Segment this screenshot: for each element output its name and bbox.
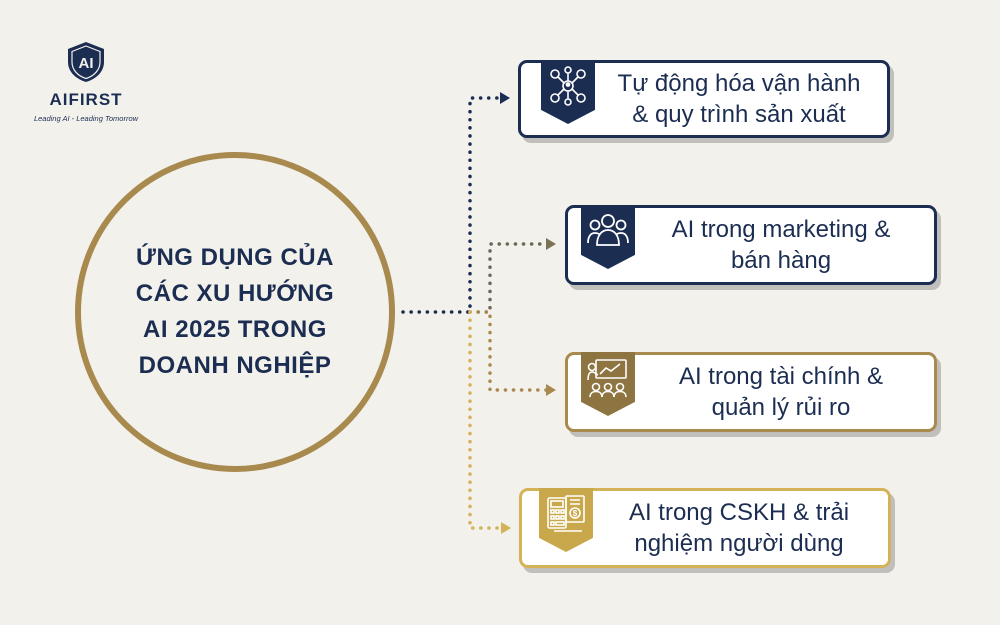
branch-card-finance[interactable]: AI trong tài chính & quản lý rủi ro bbox=[565, 352, 937, 432]
branch-label: AI trong marketing & bán hàng bbox=[568, 214, 934, 276]
svg-text:AI: AI bbox=[79, 55, 94, 72]
connector-branch-1 bbox=[401, 92, 510, 314]
network-people-icon bbox=[541, 60, 595, 124]
svg-text:$: $ bbox=[573, 509, 578, 518]
brand-logo[interactable]: AI AIFIRST Leading AI - Leading Tomorrow bbox=[26, 40, 146, 123]
branch-label: AI trong CSKH & trải nghiệm người dùng bbox=[522, 497, 888, 559]
branch-label-line: & quy trình sản xuất bbox=[632, 101, 846, 128]
branch-label: AI trong tài chính & quản lý rủi ro bbox=[568, 361, 934, 423]
central-title-line: ỨNG DỤNG CỦA bbox=[136, 244, 334, 271]
connector-branch-2 bbox=[468, 238, 556, 314]
branch-card-customer-service[interactable]: $ AI trong CSKH & trải nghiệm người dùng bbox=[519, 488, 891, 568]
branch-label-line: bán hàng bbox=[730, 247, 832, 274]
branch-label-line: quản lý rủi ro bbox=[711, 394, 851, 421]
shield-logo-icon: AI bbox=[68, 42, 104, 82]
connector-branch-3 bbox=[468, 310, 556, 396]
central-topic-circle: ỨNG DỤNG CỦA CÁC XU HƯỚNG AI 2025 TRONG … bbox=[75, 152, 395, 472]
central-title-line: CÁC XU HƯỚNG bbox=[135, 280, 335, 307]
brand-tagline: Leading AI - Leading Tomorrow bbox=[33, 114, 139, 123]
branch-label: Tự động hóa vận hành & quy trình sản xuấ… bbox=[521, 68, 887, 130]
brand-name: AIFIRST bbox=[49, 90, 123, 109]
meeting-presentation-icon bbox=[581, 352, 635, 416]
connector-branch-4 bbox=[468, 310, 511, 534]
central-title-line: AI 2025 TRONG bbox=[143, 316, 327, 343]
central-topic-title: ỨNG DỤNG CỦA CÁC XU HƯỚNG AI 2025 TRONG … bbox=[110, 240, 360, 384]
central-title-line: DOANH NGHIỆP bbox=[138, 352, 332, 379]
branch-label-line: nghiệm người dùng bbox=[634, 530, 844, 557]
branch-label-line: AI trong tài chính & bbox=[678, 363, 884, 390]
branch-label-line: Tự động hóa vận hành bbox=[617, 70, 861, 97]
branch-label-line: AI trong CSKH & trải bbox=[628, 499, 850, 526]
branch-card-marketing[interactable]: AI trong marketing & bán hàng bbox=[565, 205, 937, 285]
branch-label-line: AI trong marketing & bbox=[671, 216, 891, 243]
user-group-icon bbox=[581, 205, 635, 269]
calculator-document-icon: $ bbox=[539, 488, 593, 552]
branch-card-automation[interactable]: Tự động hóa vận hành & quy trình sản xuấ… bbox=[518, 60, 890, 138]
